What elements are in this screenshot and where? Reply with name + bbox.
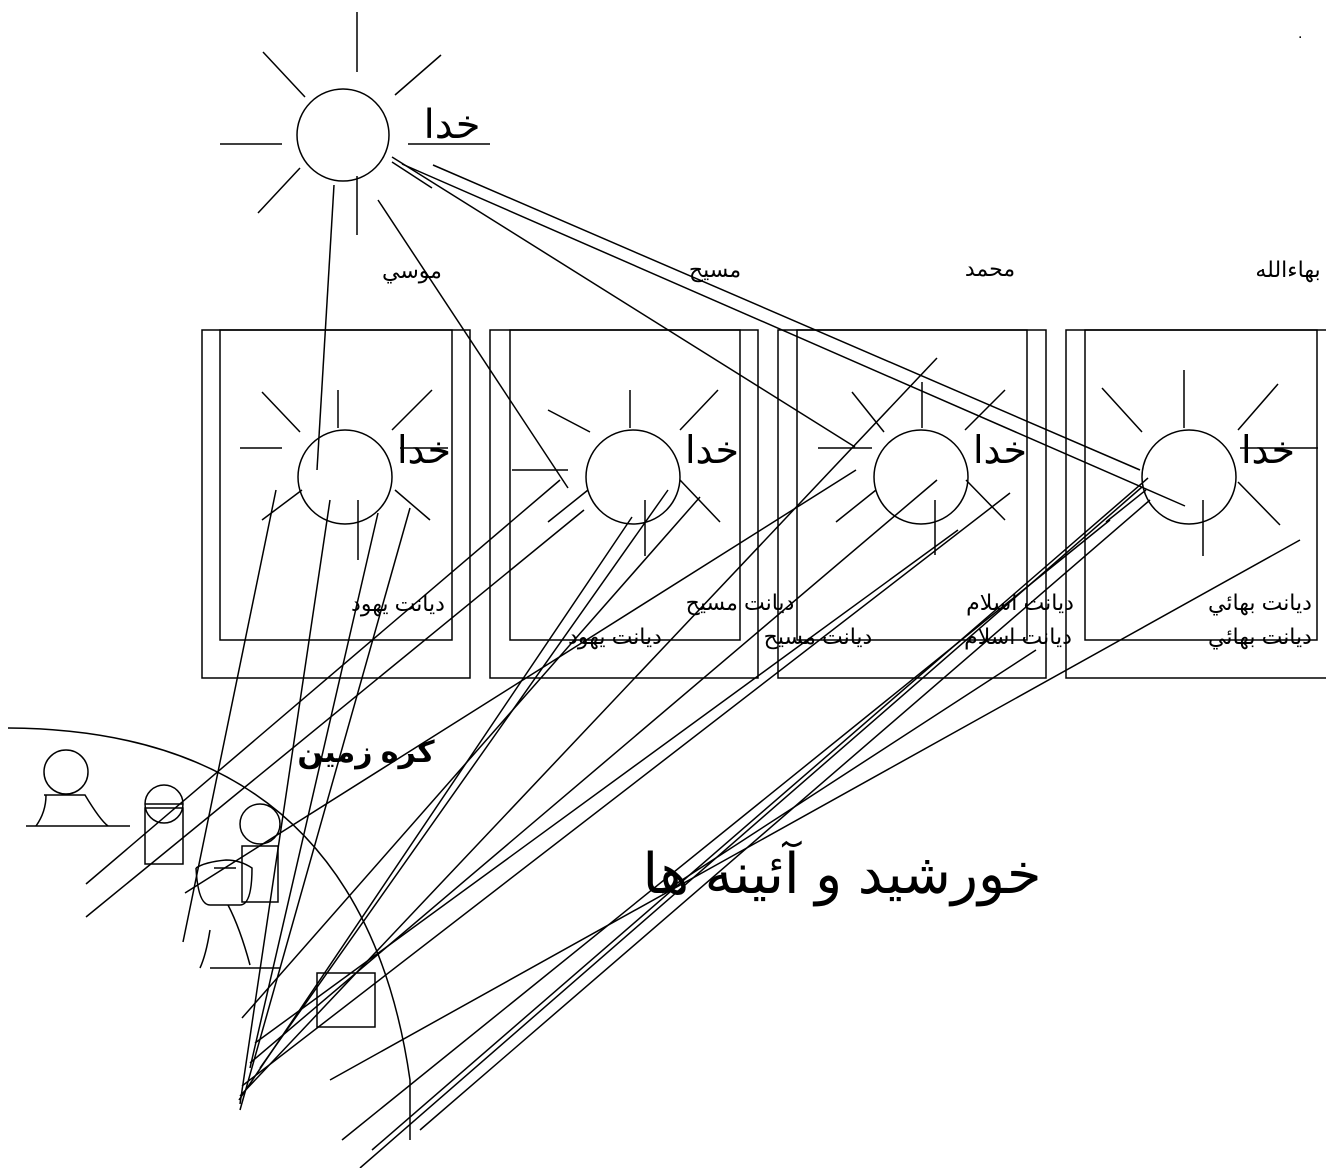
mirror-sun-1-label: خدا bbox=[397, 430, 451, 472]
main-sun-disc bbox=[297, 89, 389, 181]
mirror-sun-3-label: خدا bbox=[973, 430, 1027, 472]
corner-dot: . bbox=[1298, 25, 1302, 42]
mirror-sun-2-label: خدا bbox=[685, 430, 739, 472]
religion-labels: ديانت يهود ديانت مسيح ديانت يهود ديانت ا… bbox=[351, 590, 1312, 650]
mirror-sun-2: خدا bbox=[512, 390, 739, 556]
mirror-3-religion-secondary: ديانت مسيح bbox=[764, 624, 873, 649]
mirror-2-religion-secondary: ديانت يهود bbox=[568, 624, 662, 649]
prophet-names: موسي مسيح محمد بهاءالله bbox=[382, 256, 1321, 284]
diagram-title: خورشيد و آئينه ها bbox=[642, 840, 1041, 907]
mirror-1-religion: ديانت يهود bbox=[351, 591, 445, 616]
mirror-sun-4: خدا bbox=[1102, 370, 1318, 556]
prophet-name-bahaullah: بهاءالله bbox=[1255, 257, 1320, 282]
mirror-2-religion: ديانت مسيح bbox=[686, 590, 795, 615]
reflected-rays bbox=[86, 358, 1300, 1168]
mirror-sun-4-label: خدا bbox=[1241, 430, 1295, 472]
mirror-4-religion: ديانت بهائي bbox=[1208, 590, 1312, 616]
prophet-name-moses: موسي bbox=[382, 258, 442, 284]
earth: کره زمين bbox=[8, 728, 435, 1140]
extra-religion-label: ديانت بهائي bbox=[1208, 624, 1312, 650]
earth-label: کره زمين bbox=[297, 736, 435, 769]
people bbox=[26, 750, 375, 1027]
main-sun: خدا bbox=[220, 12, 490, 235]
mirror-sun-1: خدا bbox=[240, 390, 451, 560]
prophet-name-muhammad: محمد bbox=[965, 256, 1015, 281]
main-sun-label: خدا bbox=[424, 103, 481, 147]
